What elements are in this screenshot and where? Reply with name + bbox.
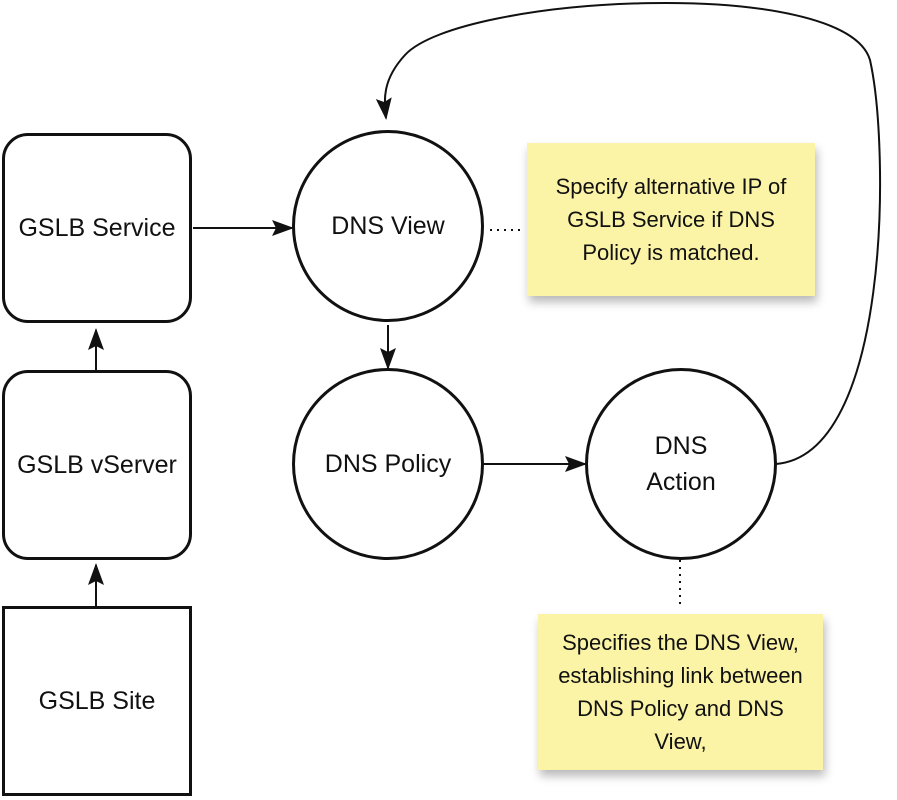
- dns-action-label-line2: Action: [646, 468, 716, 496]
- dns-policy-node: DNS Policy: [292, 368, 484, 560]
- dns-view-node: DNS View: [292, 130, 484, 322]
- dns-view-label: DNS View: [331, 211, 445, 240]
- dns-action-note-text: Specifies the DNS View, establishing lin…: [558, 630, 803, 754]
- gslb-vserver-label: GSLB vServer: [17, 450, 177, 479]
- gslb-service-label: GSLB Service: [18, 213, 176, 242]
- gslb-site-label: GSLB Site: [38, 686, 156, 715]
- dns-action-note: Specifies the DNS View, establishing lin…: [538, 614, 823, 770]
- gslb-vserver-node: GSLB vServer: [2, 370, 192, 560]
- dns-action-label-line1: DNS: [654, 431, 708, 460]
- dns-action-node: DNS Action: [585, 368, 777, 560]
- gslb-site-node: GSLB Site: [2, 606, 192, 796]
- dns-policy-label: DNS Policy: [324, 449, 452, 478]
- gslb-service-node: GSLB Service: [2, 133, 192, 323]
- dns-view-note: Specify alternative IP of GSLB Service i…: [527, 143, 815, 296]
- dns-view-note-text: Specify alternative IP of GSLB Service i…: [555, 174, 787, 265]
- arrow-action-to-view: [375, 2, 882, 465]
